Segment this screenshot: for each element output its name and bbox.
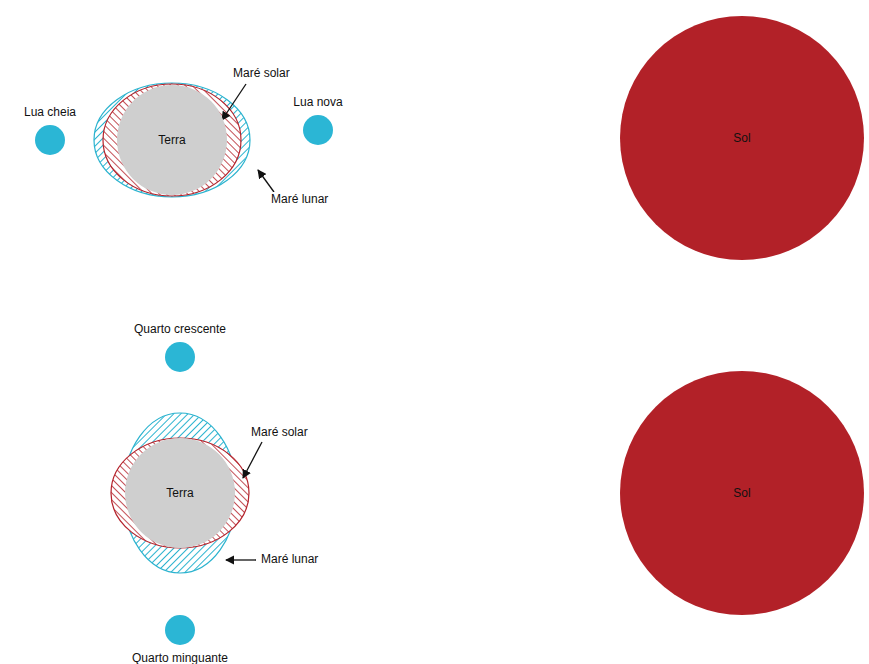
moon-circle: Lua cheia xyxy=(35,125,65,155)
moon-phase-label: Lua nova xyxy=(293,95,342,109)
leader-arrow xyxy=(243,442,262,478)
sun-circle: Sol xyxy=(620,371,864,615)
tide-label: Maré solar xyxy=(250,425,309,439)
leader-arrow xyxy=(258,170,274,192)
moon-circle: Quarto crescente xyxy=(165,342,195,372)
leader-arrow xyxy=(222,84,246,120)
lunar-bulge xyxy=(94,83,250,197)
moon-circle: Quarto minguante xyxy=(165,615,195,645)
leader-arrow xyxy=(226,559,256,560)
body-label: Sol xyxy=(733,131,750,145)
tide-label: Maré solar xyxy=(232,66,291,80)
moon-circle: Lua nova xyxy=(303,115,333,145)
lunar-bulge xyxy=(123,413,237,573)
body-label: Terra xyxy=(158,133,185,147)
solar-bulge xyxy=(111,438,249,548)
body-label: Terra xyxy=(166,486,193,500)
body-label: Sol xyxy=(733,486,750,500)
moon-phase-label: Quarto minguante xyxy=(132,651,228,664)
earth-circle: Terra xyxy=(125,438,235,548)
tide-label: Maré lunar xyxy=(260,552,319,566)
moon-phase-label: Quarto crescente xyxy=(134,322,226,336)
moon-phase-label: Lua cheia xyxy=(24,105,76,119)
solar-bulge xyxy=(103,84,241,196)
earth-circle: Terra xyxy=(117,85,227,195)
tide-label: Maré lunar xyxy=(270,192,329,206)
sun-circle: Sol xyxy=(620,16,864,260)
